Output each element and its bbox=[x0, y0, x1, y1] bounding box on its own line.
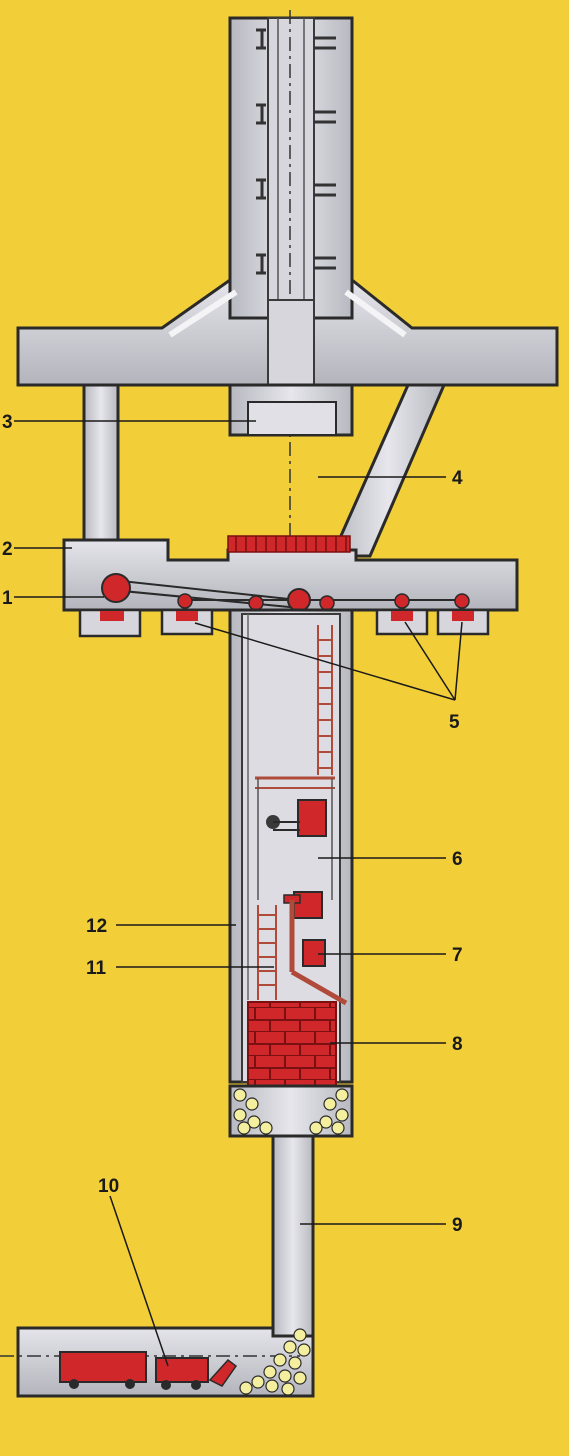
haulage-drift bbox=[0, 1326, 315, 1398]
hoist-sheaves bbox=[101, 573, 470, 612]
upper-ladder bbox=[317, 625, 333, 775]
main-shaft bbox=[228, 608, 354, 1087]
lower-ladder bbox=[257, 905, 277, 1000]
callout-6: 6 bbox=[452, 849, 463, 870]
inclined-passage bbox=[329, 383, 447, 558]
hoist-chamber bbox=[62, 535, 519, 612]
mine-cars bbox=[59, 1351, 238, 1390]
callout-5: 5 bbox=[449, 712, 460, 733]
shaft-bottom bbox=[228, 1084, 354, 1138]
upper-gallery bbox=[16, 276, 559, 387]
shaft-brackets bbox=[256, 28, 336, 275]
callout-10: 10 bbox=[98, 1176, 119, 1197]
callout-8: 8 bbox=[452, 1034, 463, 1055]
sump-box bbox=[228, 383, 354, 437]
callout-3: 3 bbox=[2, 412, 13, 433]
callout-9: 9 bbox=[452, 1215, 463, 1236]
callout-2: 2 bbox=[2, 539, 13, 560]
left-connector bbox=[82, 383, 120, 542]
grating bbox=[227, 535, 351, 553]
callout-4: 4 bbox=[452, 468, 463, 489]
muck-pile bbox=[239, 1328, 311, 1396]
leader-lines bbox=[14, 420, 463, 1367]
callout-12: 12 bbox=[86, 916, 107, 937]
ore-pass bbox=[271, 1134, 315, 1338]
hanging-platform bbox=[255, 776, 335, 900]
callout-11: 11 bbox=[86, 958, 107, 979]
callout-7: 7 bbox=[452, 945, 463, 966]
callout-1: 1 bbox=[2, 588, 13, 609]
shaft-loader bbox=[283, 891, 348, 1006]
machine-foundations bbox=[78, 608, 490, 638]
callout-labels: 1 2 3 4 5 6 7 8 9 10 11 12 bbox=[2, 412, 463, 1236]
shaft-lining bbox=[247, 1001, 337, 1087]
